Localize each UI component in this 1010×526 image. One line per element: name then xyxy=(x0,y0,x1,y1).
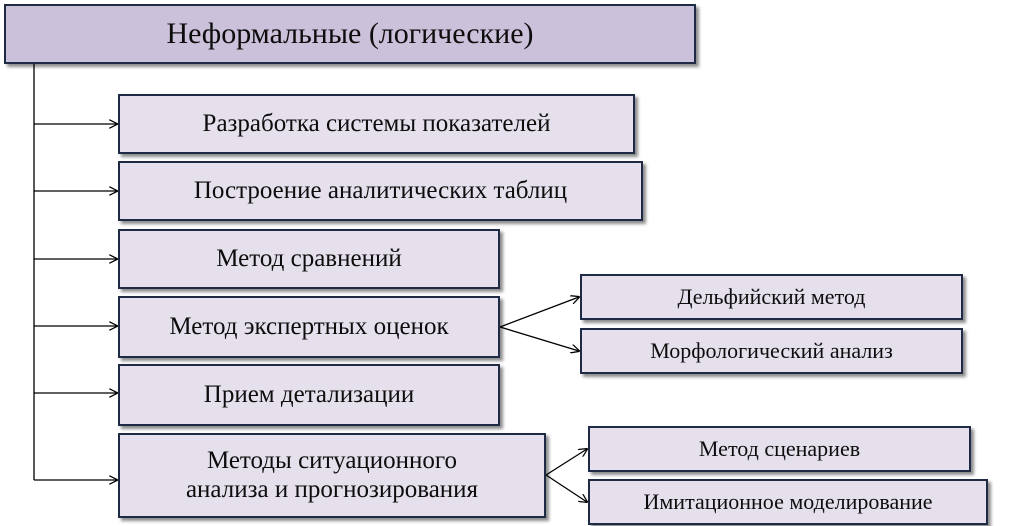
submethod-box-scenarios: Метод сценариев xyxy=(588,426,971,472)
method-box-indicator-system: Разработка системы показателей xyxy=(118,94,635,154)
method-label: Прием детализации xyxy=(203,380,415,408)
expert-arrow-2 xyxy=(499,326,579,351)
submethod-box-morphological: Морфологический анализ xyxy=(580,328,963,374)
method-label: Разработка системы показателей xyxy=(202,109,551,137)
submethod-box-delphi: Дельфийский метод xyxy=(580,274,963,320)
expert-arrow-1 xyxy=(499,297,579,328)
submethod-box-simulation: Имитационное моделирование xyxy=(588,479,988,525)
root-category-label: Неформальные (логические) xyxy=(166,16,534,50)
submethod-label: Имитационное моделирование xyxy=(643,489,933,515)
method-box-detailing: Прием детализации xyxy=(118,364,500,426)
method-box-comparison: Метод сравнений xyxy=(118,229,500,289)
method-label: Построение аналитических таблиц xyxy=(193,176,568,204)
method-label: Метод сравнений xyxy=(216,244,402,272)
method-box-analytical-tables: Построение аналитических таблиц xyxy=(118,161,643,221)
submethod-label: Морфологический анализ xyxy=(650,338,893,364)
submethod-label: Метод сценариев xyxy=(698,436,861,462)
submethod-label: Дельфийский метод xyxy=(677,284,866,310)
method-box-situational-analysis: Методы ситуационного анализа и прогнозир… xyxy=(118,433,546,518)
root-category-box: Неформальные (логические) xyxy=(4,4,696,64)
method-box-expert-assessment: Метод экспертных оценок xyxy=(118,296,500,358)
situational-arrow-1 xyxy=(545,449,587,476)
method-label: Метод экспертных оценок xyxy=(169,312,449,340)
situational-arrow-2 xyxy=(545,474,587,502)
method-label: Методы ситуационного анализа и прогнозир… xyxy=(185,446,479,503)
